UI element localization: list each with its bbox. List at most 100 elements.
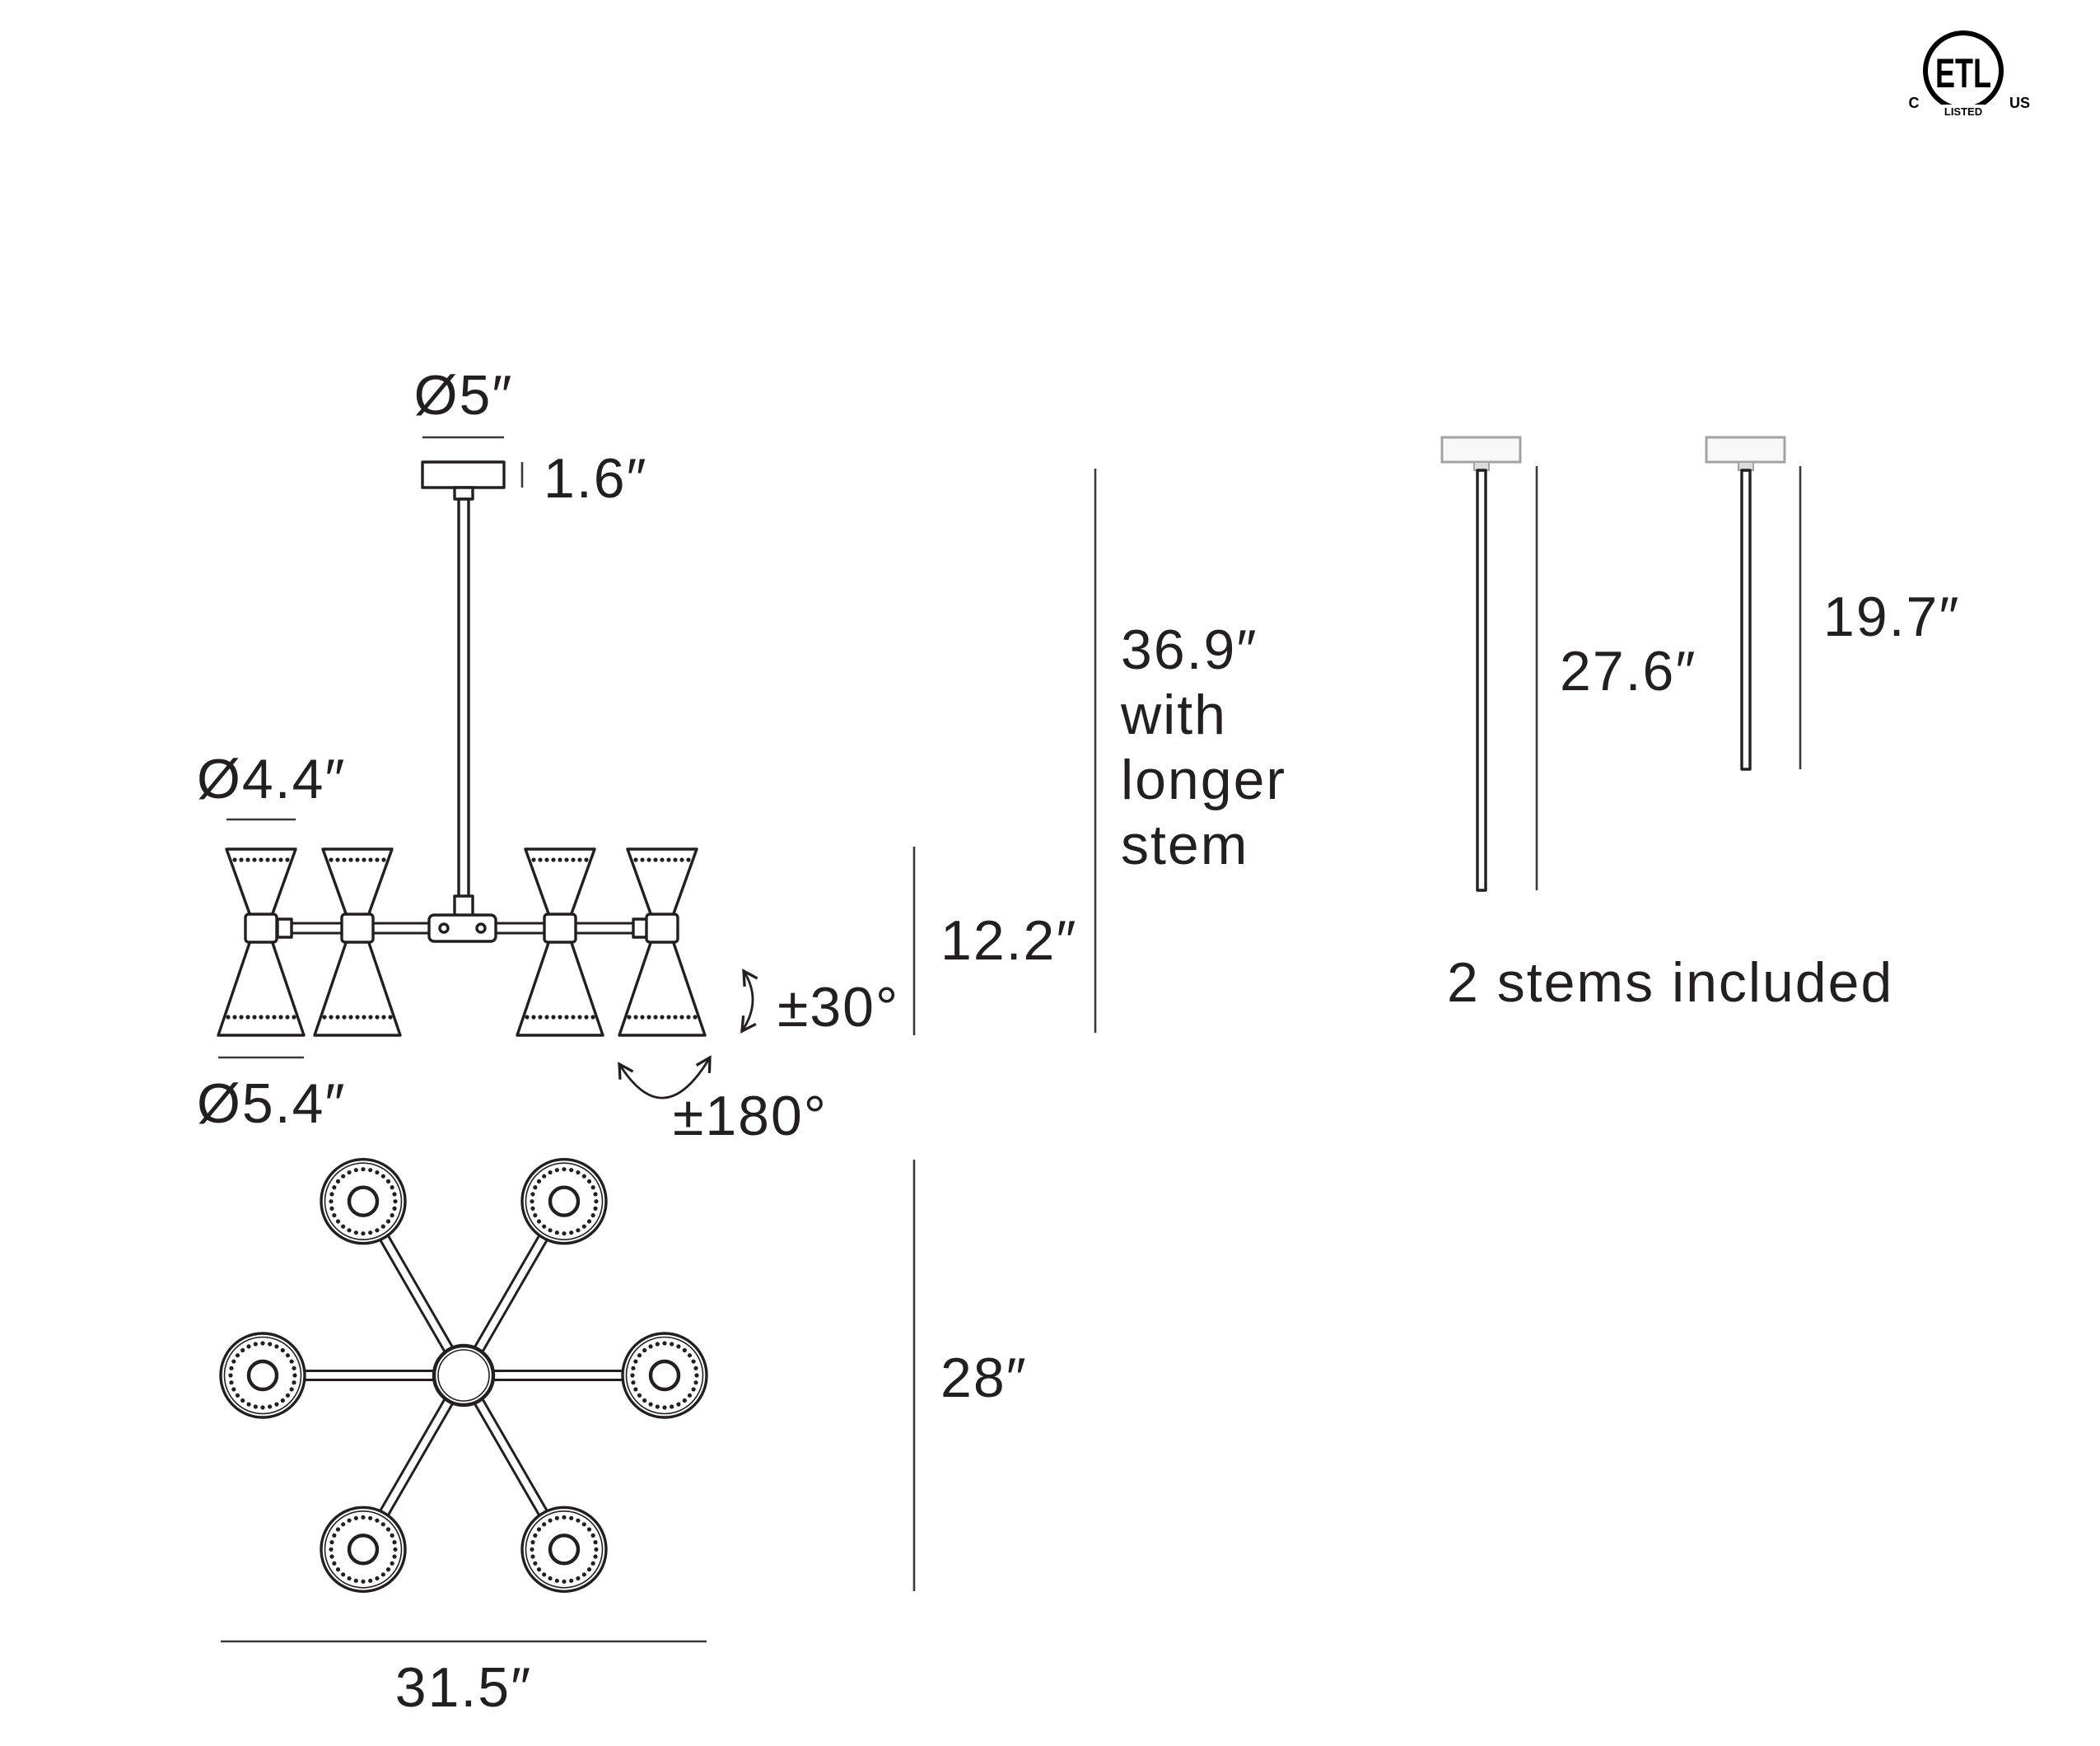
rotation-arrow — [618, 1055, 712, 1099]
shade-perforation-dot — [347, 1518, 352, 1523]
shade-perforation-dot — [329, 1199, 334, 1204]
shade-perforation-dot — [581, 1522, 586, 1527]
shade-perforation-dot — [676, 1402, 681, 1407]
stems-caption: 2 stems included — [1447, 951, 1893, 1014]
short-stem — [1740, 469, 1752, 771]
shade-perforation-dot — [670, 1404, 674, 1409]
shade-perforation-dot — [332, 1561, 337, 1566]
shade-top-diameter-label: Ø4.4″ — [197, 748, 347, 810]
shade-bottom-perforation-dot — [329, 1015, 334, 1020]
shade-perforation-dot — [530, 1206, 535, 1211]
shade-top-perforation-dot — [673, 857, 678, 862]
shade-top-perforation-dot — [232, 857, 237, 862]
side-view-shade — [618, 847, 707, 1037]
shade-perforation-dot — [229, 1380, 234, 1385]
shade-bottom-perforation-dot — [551, 1015, 556, 1020]
shade-bottom-perforation-dot — [388, 1015, 393, 1020]
shade-perforation-dot — [375, 1518, 380, 1523]
lamp-socket — [548, 1534, 581, 1566]
shade-perforation-dot — [341, 1174, 346, 1179]
stem-bottom-connector — [453, 894, 474, 917]
arm-left-connector — [276, 917, 293, 939]
shade-top-perforation-dot — [368, 857, 373, 862]
shade-perforation-dot — [536, 1527, 542, 1532]
shade-top-perforation-dot — [335, 857, 340, 862]
shade-perforation-dot — [586, 1219, 592, 1224]
shade-perforation-dot — [633, 1359, 638, 1364]
shade-perforation-dot — [390, 1213, 394, 1218]
hub-screw-right — [475, 922, 487, 934]
shade-bottom-perforation-dot — [564, 1015, 569, 1020]
shade-perforation-dot — [533, 1213, 538, 1218]
long-stem-canopy — [1440, 436, 1522, 464]
shade-bottom-perforation-dot — [666, 1015, 671, 1020]
shade-bottom-perforation-dot — [355, 1015, 360, 1020]
fixture-height-label: 12.2″ — [940, 909, 1077, 972]
shade-perforation-dot — [390, 1561, 394, 1566]
shade-perforation-dot — [576, 1228, 581, 1233]
shade-perforation-dot — [682, 1347, 687, 1353]
shade-perforation-dot — [533, 1561, 538, 1566]
shade-perforation-dot — [691, 1387, 696, 1392]
shade-perforation-dot — [542, 1572, 547, 1577]
shade-perforation-dot — [586, 1567, 592, 1572]
shade-top-perforation-dot — [660, 857, 665, 862]
shade-top-perforation-dot — [239, 857, 244, 862]
shade-perforation-dot — [332, 1185, 337, 1190]
shade-perforation-dot — [655, 1404, 660, 1409]
plan-view-shades — [219, 1157, 708, 1594]
shade-bottom-perforation-dot — [362, 1015, 366, 1020]
width-label: 31.5″ — [395, 1656, 532, 1719]
overall-height-label-line-3: longer — [1121, 749, 1286, 811]
shade-perforation-dot — [594, 1547, 599, 1552]
plan-view-shade — [520, 1157, 608, 1245]
overall-height-label-line-2: with — [1120, 684, 1227, 746]
shade-perforation-dot — [329, 1540, 334, 1545]
shade-perforation-dot — [235, 1393, 240, 1398]
shade-bottom-perforation-dot — [558, 1015, 562, 1020]
shade-top-perforation-dot — [633, 857, 638, 862]
shade-top-perforation-dot — [564, 857, 569, 862]
shade-collar — [340, 913, 375, 944]
shade-bottom-perforation-dot — [584, 1015, 589, 1020]
shade-collar — [645, 913, 679, 944]
shade-perforation-dot — [392, 1206, 397, 1211]
shade-perforation-dot — [285, 1393, 291, 1398]
shade-perforation-dot — [542, 1522, 547, 1527]
overall-height-label-line-1: 36.9″ — [1121, 619, 1258, 681]
shade-perforation-dot — [368, 1515, 373, 1520]
shade-top-perforation-dot — [285, 857, 290, 862]
shade-perforation-dot — [332, 1533, 337, 1538]
shade-bottom-perforation-dot — [693, 1015, 698, 1020]
shade-bottom-perforation-dot — [673, 1015, 678, 1020]
shade-bottom-perforation-dot — [660, 1015, 665, 1020]
shade-perforation-dot — [353, 1515, 358, 1520]
shade-perforation-dot — [246, 1402, 251, 1407]
shade-perforation-dot — [693, 1366, 698, 1370]
shade-perforation-dot — [530, 1199, 534, 1204]
shade-perforation-dot — [235, 1353, 240, 1358]
shade-perforation-dot — [392, 1540, 397, 1545]
shade-perforation-dot — [285, 1353, 291, 1358]
shade-bottom-perforation-dot — [348, 1015, 353, 1020]
plan-hub-inner — [437, 1349, 490, 1402]
shade-perforation-dot — [375, 1576, 380, 1581]
plan-view-shade — [320, 1157, 407, 1245]
shade-perforation-dot — [581, 1572, 586, 1577]
shade-perforation-dot — [393, 1547, 398, 1552]
shade-top-perforation-dot — [686, 857, 691, 862]
shade-bottom-perforation-dot — [259, 1015, 264, 1020]
shade-perforation-dot — [637, 1353, 642, 1358]
shade-perforation-dot — [631, 1380, 636, 1385]
shade-top-perforation-dot — [584, 857, 589, 862]
short-stem-canopy — [1705, 436, 1786, 464]
shade-perforation-dot — [590, 1213, 595, 1218]
rotation-label: ±180° — [673, 1085, 828, 1147]
included-stems: 27.6″ 19.7″ 2 stems included — [1440, 436, 1958, 1014]
downrod-stem — [457, 497, 470, 899]
shade-perforation-dot — [676, 1344, 681, 1349]
shade-perforation-dot — [392, 1554, 397, 1559]
tilt-label: ±30° — [777, 976, 899, 1039]
shade-perforation-dot — [562, 1167, 567, 1172]
shade-perforation-dot — [335, 1567, 341, 1572]
